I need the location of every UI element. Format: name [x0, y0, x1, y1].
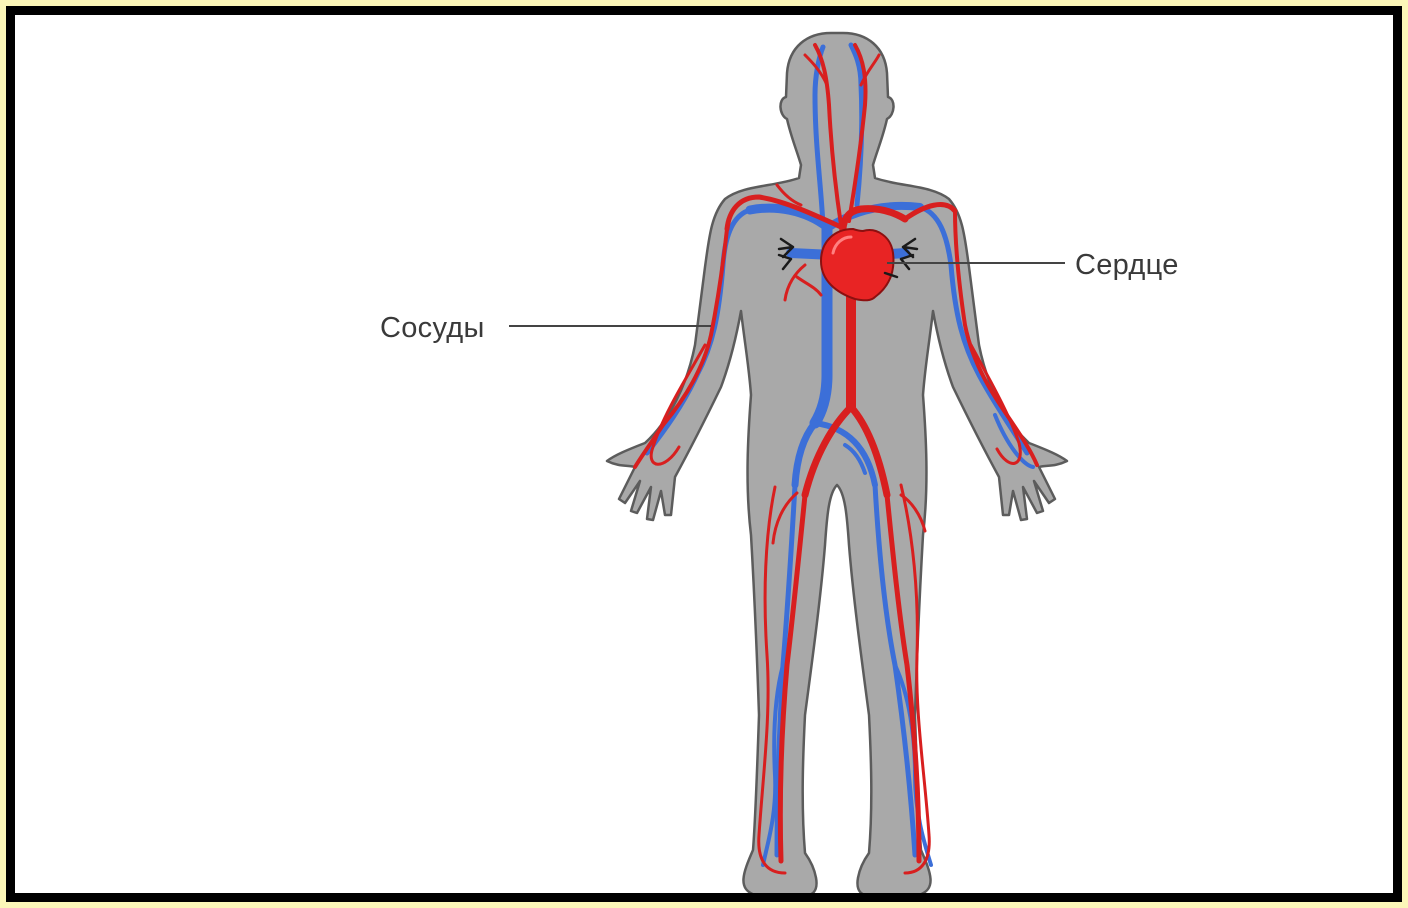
diagram-frame: Сосуды Сердце [6, 6, 1402, 902]
vessels-label: Сосуды [380, 312, 485, 345]
human-body-figure [607, 33, 1067, 893]
body-silhouette [607, 33, 1067, 893]
heart-label: Сердце [1075, 249, 1179, 282]
circulatory-system-diagram [15, 15, 1393, 893]
